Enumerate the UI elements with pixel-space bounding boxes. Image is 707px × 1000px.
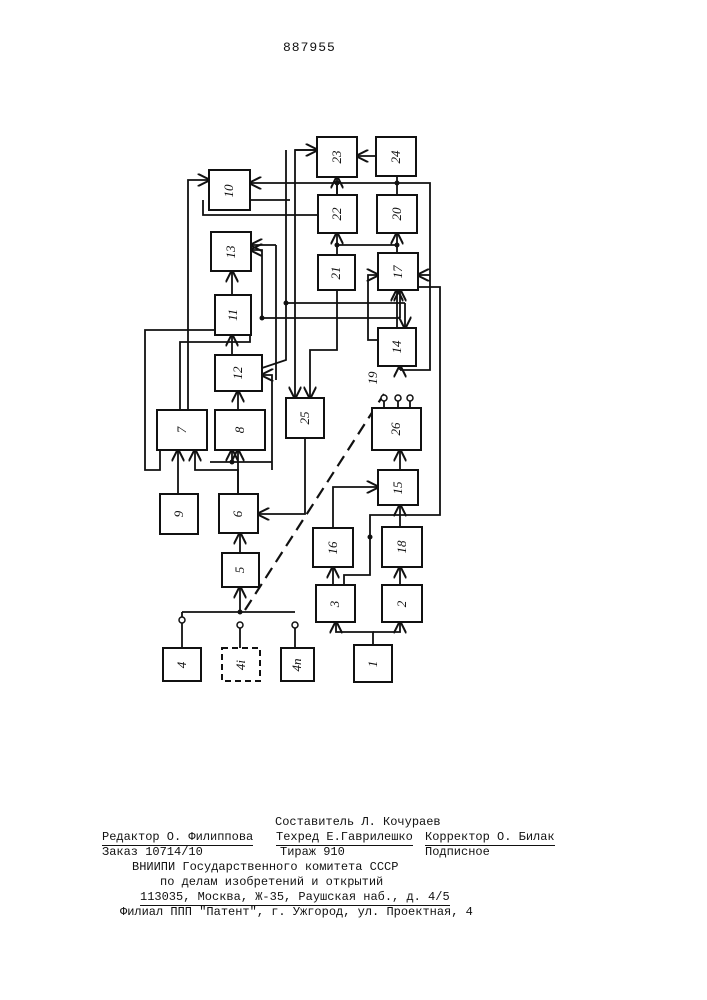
- block-label: 4: [174, 661, 189, 668]
- block-label: 14: [389, 340, 404, 354]
- colophon: Составитель Л. Кочураев Редактор О. Фили…: [100, 815, 580, 920]
- colophon-row-compiler: Составитель Л. Кочураев: [100, 815, 580, 830]
- block-label: 5: [232, 566, 247, 573]
- block-5: 5: [222, 553, 259, 587]
- block-label: 6: [230, 510, 245, 517]
- block-2: 2: [382, 585, 422, 622]
- block-label: 4i: [233, 660, 248, 671]
- block-label: 16: [325, 541, 340, 555]
- block-label: 17: [390, 265, 405, 279]
- block-label: 11: [225, 309, 240, 321]
- block-label: 12: [230, 366, 245, 380]
- block-label: 23: [329, 150, 344, 164]
- block-diagram: 10 13 11 12 7 8 9 6 5 4 4i 4n 25 23 24 2…: [0, 0, 707, 800]
- block-26: 26: [372, 408, 421, 450]
- wire-23-25: [295, 150, 317, 398]
- colophon-row-address: 113035, Москва, Ж-35, Раушская наб., д. …: [100, 890, 580, 905]
- block-23: 23: [317, 137, 357, 177]
- block-25: 25: [286, 398, 324, 438]
- wire-3-x: [344, 568, 370, 585]
- junction-dot: [335, 181, 340, 186]
- block-6: 6: [219, 494, 258, 533]
- order: Заказ 10714/10: [102, 845, 203, 860]
- block-8: 8: [215, 410, 265, 450]
- junction-dot: [230, 460, 235, 465]
- wire-16-15: [333, 487, 378, 528]
- colophon-row-order: Заказ 10714/10 Тираж 910 Подписное: [100, 845, 580, 860]
- block-12: 12: [215, 355, 262, 391]
- block-9: 9: [160, 494, 198, 534]
- block-label: 25: [297, 411, 312, 425]
- org-line-1: ВНИИПИ Государственного комитета СССР: [132, 860, 398, 875]
- corrector: Корректор О. Билак: [425, 830, 555, 846]
- block-label: 21: [328, 267, 343, 280]
- block-21: 21: [318, 255, 355, 290]
- link-label-19: 19: [365, 371, 380, 385]
- block-label: 15: [390, 481, 405, 495]
- colophon-row-org2: по делам изобретений и открытий: [100, 875, 580, 890]
- block-label: 7: [174, 426, 189, 433]
- block-label: 18: [394, 540, 409, 554]
- block-14: 14: [378, 328, 416, 366]
- junction-dot: [335, 243, 340, 248]
- block-24: 24: [376, 137, 416, 176]
- block-label: 26: [388, 422, 403, 436]
- junction-dot: [395, 181, 400, 186]
- block-13: 13: [211, 232, 251, 271]
- block-15: 15: [378, 470, 418, 505]
- block-label: 10: [221, 184, 236, 198]
- block-18: 18: [382, 527, 422, 567]
- block-11: 11: [215, 295, 251, 335]
- block-1: 1: [354, 645, 392, 682]
- block-4: 4: [163, 648, 201, 681]
- block-4i: 4i: [222, 648, 260, 681]
- block-label: 1: [365, 661, 380, 668]
- terminal-4n: [292, 622, 298, 628]
- block-17: 17: [378, 253, 418, 290]
- block-22: 22: [318, 195, 357, 233]
- colophon-row-org1: ВНИИПИ Государственного комитета СССР: [100, 860, 580, 875]
- terminal-4: [179, 617, 185, 623]
- block-7: 7: [157, 410, 207, 450]
- colophon-row-branch: Филиал ППП "Патент", г. Ужгород, ул. Про…: [100, 905, 580, 920]
- block-label: 20: [389, 207, 404, 221]
- block-label: 2: [394, 600, 409, 607]
- junction-dot: [395, 243, 400, 248]
- block-label: 8: [232, 426, 247, 433]
- block-16: 16: [313, 528, 353, 567]
- block-label: 9: [171, 510, 186, 517]
- terminal-26-a: [381, 395, 387, 401]
- terminal-4i: [237, 622, 243, 628]
- blocks: 10 13 11 12 7 8 9 6 5 4 4i 4n 25 23 24 2…: [157, 137, 422, 682]
- branch: Филиал ППП "Патент", г. Ужгород, ул. Про…: [120, 905, 473, 920]
- block-20: 20: [377, 195, 417, 233]
- block-10: 10: [209, 170, 250, 210]
- org-line-2: по делам изобретений и открытий: [160, 875, 383, 890]
- techred: Техред Е.Гаврилешко: [276, 830, 413, 846]
- wire-21-25: [310, 290, 337, 398]
- wire-14-17b: [368, 275, 378, 340]
- terminal-26-b: [395, 395, 401, 401]
- address: 113035, Москва, Ж-35, Раушская наб., д. …: [140, 890, 450, 906]
- compiler: Составитель Л. Кочураев: [275, 815, 441, 830]
- block-label: 4n: [289, 659, 304, 672]
- wire-1-3: [336, 622, 373, 645]
- wire-1-2: [373, 622, 400, 632]
- block-label: 3: [327, 600, 342, 608]
- junction-dot: [368, 535, 373, 540]
- junction-dot: [284, 301, 289, 306]
- wire-13-a: [251, 250, 262, 318]
- block-3: 3: [316, 585, 355, 622]
- block-label: 24: [388, 150, 403, 164]
- block-4n: 4n: [281, 648, 314, 681]
- block-label: 13: [223, 245, 238, 259]
- circulation: Тираж 910: [280, 845, 345, 860]
- editor: Редактор О. Филиппова: [102, 830, 253, 846]
- junction-dot: [260, 316, 265, 321]
- subscription: Подписное: [425, 845, 490, 860]
- terminal-26-c: [407, 395, 413, 401]
- junction-dot: [238, 610, 243, 615]
- block-label: 22: [329, 207, 344, 221]
- colophon-row-staff: Редактор О. Филиппова Техред Е.Гаврилешк…: [100, 830, 580, 845]
